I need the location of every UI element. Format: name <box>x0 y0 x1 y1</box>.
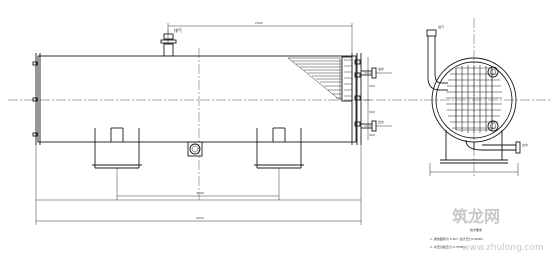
watermark-url: www.zhulong.com <box>462 243 544 253</box>
bottom-outlet-pipe: 出水 <box>465 139 528 154</box>
dim-top-label: 2400 <box>255 21 263 25</box>
dim-right-1: 300 <box>369 84 375 88</box>
saddle-left <box>92 127 142 169</box>
side-dim <box>429 163 519 176</box>
side-support <box>440 130 508 164</box>
watermark-main: 筑龙网 <box>452 207 500 226</box>
side-view: 进汽 出水 技术要求 1. 换热面积为 0.6m²,设计压力0.5M <box>426 18 528 249</box>
note-1: 1. 换热面积为 0.6m²,设计压力0.5MPa <box>430 236 483 241</box>
tube-bundle-hatch <box>287 56 353 102</box>
steam-inlet-pipe: 进汽 <box>426 24 448 91</box>
tube-plate <box>446 65 502 133</box>
shell-inner <box>435 61 513 139</box>
right-nozzles: 进水 出水 <box>361 66 392 132</box>
front-view: 排气 2400 进水 出水 300 <box>32 21 392 225</box>
notes-title: 技术要求 <box>470 227 482 232</box>
dim-right: 300 500 300 <box>364 57 375 140</box>
vent-label: 排气 <box>174 27 182 33</box>
inspection-port <box>187 141 203 157</box>
vent-nozzle: 排气 <box>160 27 182 57</box>
dim-bottom: 3000 4070 <box>35 145 362 225</box>
dim-top: 2400 <box>167 21 353 53</box>
dim-right-2: 500 <box>369 110 375 114</box>
side-label-out: 出水 <box>522 142 528 147</box>
side-label-steam: 进汽 <box>438 24 444 29</box>
plate-nozzles <box>487 66 499 132</box>
vessel-shell <box>37 55 357 143</box>
pipe-label-in: 进水 <box>378 66 384 71</box>
dim-right-3: 300 <box>369 133 375 137</box>
note-2: 2. 水压试验压力 0.75MPa <box>430 244 466 249</box>
watermark: 筑龙网 www.zhulong.com <box>452 207 544 253</box>
pipe-label-out: 出水 <box>378 119 384 124</box>
technical-notes: 技术要求 1. 换热面积为 0.6m²,设计压力0.5MPa 2. 水压试验压力… <box>430 227 483 249</box>
dim-bottom-outer: 4070 <box>196 216 204 220</box>
dim-bottom-inner: 3000 <box>196 191 204 195</box>
saddle-right <box>254 127 304 169</box>
